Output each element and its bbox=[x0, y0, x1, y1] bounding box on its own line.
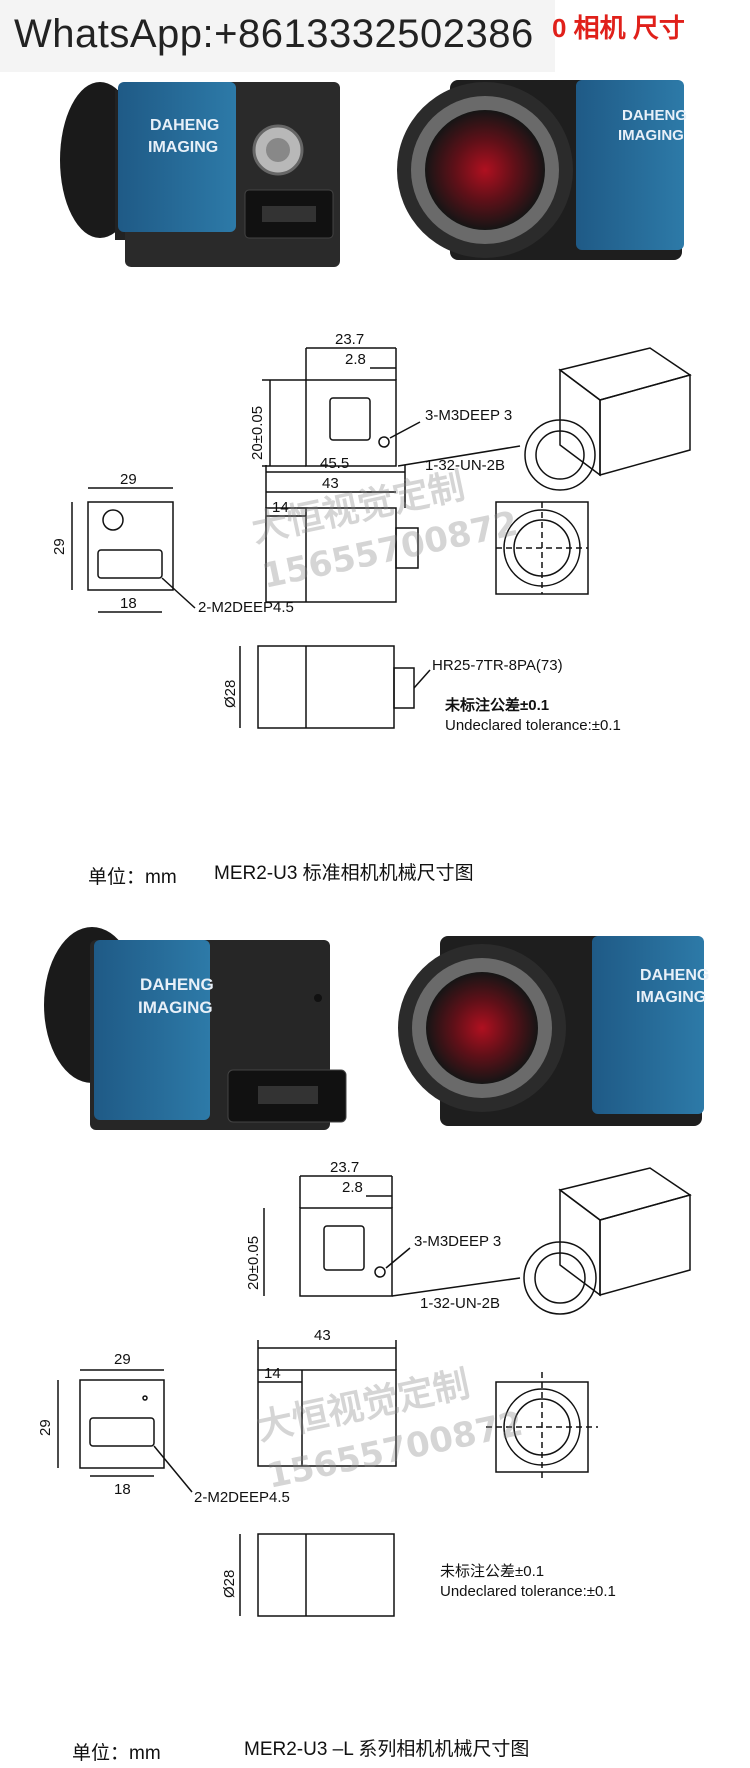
svg-text:2-M2DEEP4.5: 2-M2DEEP4.5 bbox=[198, 599, 294, 616]
mechanical-drawing-l-series: 23.7 2.8 3-M3DEEP 3 20±0.05 1-32-UN-2B 4… bbox=[37, 1159, 692, 1617]
svg-text:3-M3DEEP 3: 3-M3DEEP 3 bbox=[414, 1233, 501, 1250]
svg-text:29: 29 bbox=[37, 1419, 54, 1436]
svg-text:14: 14 bbox=[272, 499, 289, 516]
svg-text:14: 14 bbox=[264, 1365, 281, 1382]
svg-text:23.7: 23.7 bbox=[335, 331, 364, 348]
svg-text:Undeclared tolerance:±0.1: Undeclared tolerance:±0.1 bbox=[440, 1583, 616, 1600]
svg-text:18: 18 bbox=[114, 1481, 131, 1498]
svg-text:IMAGING: IMAGING bbox=[636, 989, 706, 1006]
unit-label-2: 单位：mm bbox=[72, 1743, 161, 1764]
svg-text:Ø28: Ø28 bbox=[222, 680, 239, 708]
svg-text:IMAGING: IMAGING bbox=[138, 998, 213, 1017]
drawing-caption-2: MER2-U3 –L 系列相机机械尺寸图 bbox=[244, 1739, 530, 1760]
svg-text:DAHENG: DAHENG bbox=[622, 107, 687, 124]
svg-text:20±0.05: 20±0.05 bbox=[249, 406, 266, 460]
svg-text:18: 18 bbox=[120, 595, 137, 612]
svg-text:HR25-7TR-8PA(73): HR25-7TR-8PA(73) bbox=[432, 657, 563, 674]
svg-text:20±0.05: 20±0.05 bbox=[245, 1236, 262, 1290]
whatsapp-contact[interactable]: WhatsApp:+8613332502386 bbox=[14, 12, 534, 56]
svg-text:2.8: 2.8 bbox=[342, 1179, 363, 1196]
svg-text:Undeclared tolerance:±0.1: Undeclared tolerance:±0.1 bbox=[445, 717, 621, 734]
svg-text:2.8: 2.8 bbox=[345, 351, 366, 368]
camera-photos-l-series: DAHENG IMAGING DAHENG IMAGING bbox=[44, 927, 709, 1130]
svg-text:1-32-UN-2B: 1-32-UN-2B bbox=[425, 457, 505, 474]
svg-text:3-M3DEEP 3: 3-M3DEEP 3 bbox=[425, 407, 512, 424]
svg-text:43: 43 bbox=[322, 475, 339, 492]
svg-text:未标注公差±0.1: 未标注公差±0.1 bbox=[444, 696, 549, 714]
drawing-caption-1: MER2-U3 标准相机机械尺寸图 bbox=[214, 863, 474, 884]
svg-text:Ø28: Ø28 bbox=[221, 1570, 238, 1598]
svg-text:45.5: 45.5 bbox=[320, 455, 349, 472]
unit-label-1: 单位：mm bbox=[88, 867, 177, 888]
svg-text:29: 29 bbox=[51, 538, 68, 555]
svg-text:1-32-UN-2B: 1-32-UN-2B bbox=[420, 1295, 500, 1312]
mechanical-drawing-standard: 23.7 2.8 3-M3DEEP 3 20±0.05 1-32-UN-2B 4… bbox=[51, 331, 692, 734]
page-title-fragment: 0 相机 尺寸 bbox=[552, 13, 685, 43]
svg-text:DAHENG: DAHENG bbox=[140, 975, 214, 994]
camera-photos-standard: DAHENG IMAGING DAHENG IMAGING bbox=[60, 80, 687, 267]
svg-text:43: 43 bbox=[314, 1327, 331, 1344]
svg-text:23.7: 23.7 bbox=[330, 1159, 359, 1176]
brand-line1: DAHENG bbox=[150, 117, 219, 134]
svg-text:29: 29 bbox=[114, 1351, 131, 1368]
contact-banner bbox=[0, 0, 555, 72]
svg-text:29: 29 bbox=[120, 471, 137, 488]
svg-text:IMAGING: IMAGING bbox=[618, 127, 684, 144]
svg-text:未标注公差±0.1: 未标注公差±0.1 bbox=[440, 1563, 544, 1580]
svg-text:DAHENG: DAHENG bbox=[640, 967, 709, 984]
camera-blue-panel bbox=[118, 82, 236, 232]
svg-text:2-M2DEEP4.5: 2-M2DEEP4.5 bbox=[194, 1489, 290, 1506]
brand-line2: IMAGING bbox=[148, 139, 218, 156]
